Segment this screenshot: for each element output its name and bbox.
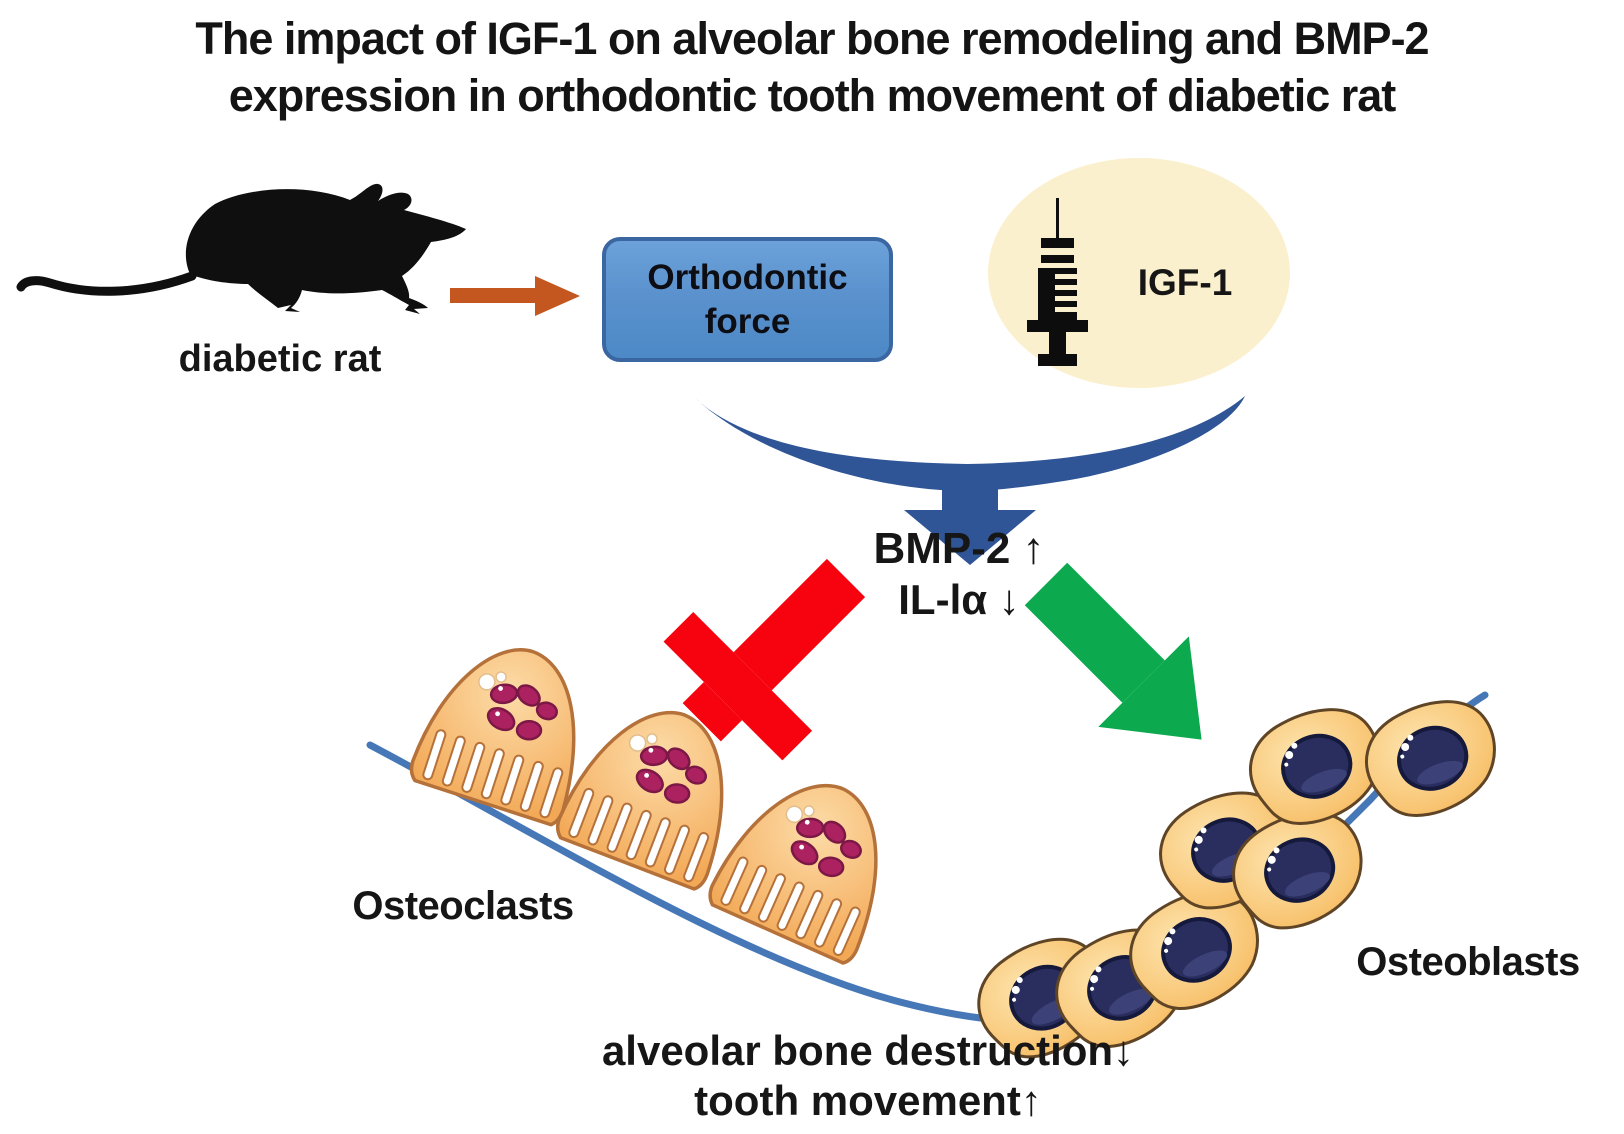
osteoclast-cell: [703, 754, 916, 968]
force-box-label-line1: Orthodontic: [647, 257, 848, 297]
bmp2-label: BMP-2 ↑: [873, 524, 1045, 573]
igf1-label: IGF-1: [1137, 262, 1233, 303]
il1a-label: IL-lα ↓: [898, 576, 1020, 623]
outcome-line1: alveolar bone destruction↓: [601, 1027, 1135, 1074]
arrow-down-right-icon: [1024, 562, 1202, 740]
merge-bracket-shape: [695, 396, 1245, 491]
orthodontic-force-box: Orthodontic force: [602, 237, 893, 362]
rat-silhouette-icon: [16, 183, 466, 314]
osteoclasts-label: Osteoclasts: [352, 884, 574, 928]
syringe-graduations: [1055, 274, 1077, 312]
force-box-label-line2: force: [704, 301, 791, 341]
rat-tail: [16, 271, 197, 296]
bone-remodeling-illustration: [366, 640, 1510, 1077]
blocked-arrow-down-left-icon: [663, 558, 866, 761]
curved-merge-down-arrow-icon: [695, 396, 1245, 565]
right-arrow-icon: [450, 276, 580, 316]
figure-title-line2: expression in orthodontic tooth movement…: [228, 70, 1397, 121]
outcome-text: alveolar bone destruction↓ tooth movemen…: [468, 1026, 1268, 1126]
osteoblast-cell: [1350, 684, 1510, 833]
promote-arrow-shape: [1024, 562, 1202, 740]
figure-title: The impact of IGF-1 on alveolar bone rem…: [0, 10, 1624, 124]
blocked-arrow-shape: [663, 558, 866, 761]
syringe-shape: [1027, 198, 1088, 366]
figure-title-line1: The impact of IGF-1 on alveolar bone rem…: [195, 13, 1429, 64]
outcome-line2: tooth movement↑: [694, 1077, 1042, 1124]
rat-body: [185, 183, 466, 314]
rat-label: diabetic rat: [178, 338, 382, 380]
right-arrow-shape: [450, 276, 580, 316]
osteoblasts-label: Osteoblasts: [1356, 940, 1580, 984]
syringe-icon: [1027, 198, 1088, 366]
merge-down-arrowhead: [904, 480, 1036, 565]
